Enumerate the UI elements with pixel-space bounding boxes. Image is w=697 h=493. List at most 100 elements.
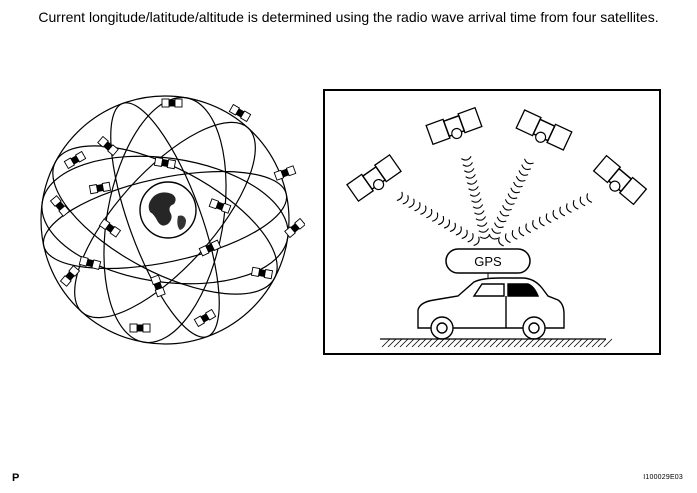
hatch-line [417,338,427,348]
hatch-line [597,338,607,348]
satellite-icon [250,266,274,280]
radio-wave-arc [518,170,529,176]
radio-wave-arc [579,196,586,207]
radio-wave-arc [559,206,566,217]
radio-wave-arc [414,202,421,212]
satellite-group [49,98,305,333]
page-marker: P [12,472,20,484]
satellite-icon [193,308,217,328]
satellite-icon [284,217,305,239]
satellite-icon [97,135,119,157]
caption: Current longitude/latitude/altitude is d… [38,9,659,25]
radio-wave-arc [510,187,521,194]
satellite-constellation-diagram [40,95,305,345]
satellite-icon [592,154,648,206]
radio-wave-arc [474,210,485,215]
hatch-line [573,338,583,348]
radio-wave-arc [496,216,507,223]
satellite-icon [49,195,71,217]
radio-wave-arc [532,219,538,230]
hatch-line [393,338,403,348]
radio-wave-arc [478,228,489,233]
satellite-icon [161,98,183,108]
radio-wave-arc [504,199,515,205]
radio-wave-arc [518,226,525,237]
satellite-icon [515,109,573,151]
hatch-line [519,338,529,348]
orbit-ring [110,102,220,338]
radio-wave-arc [420,205,427,215]
radio-wave-arc [468,186,479,191]
radio-wave-arc [402,195,409,205]
satellite-icon [208,198,232,214]
radio-wave-arc [467,233,474,243]
radio-wave-arc [443,219,451,229]
satellite-icon [346,153,402,203]
hatch-line [399,338,409,348]
radio-wave-arc [449,222,456,233]
radio-wave-arc [432,212,439,222]
radio-wave-arc [469,192,481,197]
gps-label: GPS [474,254,502,269]
radio-wave-arc [498,236,504,247]
radio-wave-arc [491,228,501,234]
hatch-line [387,338,397,348]
radio-wave-arc [511,230,518,240]
hatch-line [459,338,469,348]
radio-wave-arc [455,226,462,236]
hatch-line [489,338,499,348]
radio-wave-arc [572,199,579,210]
hatch-line [423,338,433,348]
radio-wave-arc [507,193,518,199]
hatch-line [483,338,493,348]
radio-wave-arc [513,181,523,188]
radio-wave-icon [396,155,593,247]
hatch-line [435,338,445,348]
car-icon [417,277,565,340]
orbit-ring [52,145,278,295]
radio-wave-arc [475,216,487,221]
radio-wave-arc [488,233,499,240]
hatch-line [477,338,487,348]
radio-wave-arc [463,168,475,173]
globe-icon [139,181,197,239]
hatch-line [429,338,439,348]
radio-wave-arc [521,164,531,170]
radio-wave-arc [462,162,473,167]
hatch-line [525,338,535,348]
radio-wave-arc [502,204,512,211]
hatch-line [567,338,577,348]
satellite-icon [153,156,177,170]
radio-wave-arc [525,223,532,234]
radio-wave-arc [499,210,510,217]
hatch-line [531,338,541,348]
hatch-line [603,338,613,348]
radio-wave-arc [515,175,526,182]
radio-wave-arc [472,204,484,209]
satellite-icon [63,150,87,170]
hatch-line [381,338,391,348]
hatch-line [549,338,559,348]
hatch-line [513,338,523,348]
radio-wave-arc [504,233,511,244]
radio-wave-arc [524,158,534,165]
hatch-line [453,338,463,348]
hatch-line [537,338,547,348]
satellite-icon [59,265,81,287]
satellite-icon [78,255,102,271]
radio-wave-arc [461,155,472,161]
radio-wave-arc [473,236,480,246]
hatch-line [465,338,475,348]
hatch-line [543,338,553,348]
gps-reception-panel: GPS [323,89,661,355]
hatch-line [471,338,481,348]
hatch-line [411,338,421,348]
hatch-line [561,338,571,348]
orbit-ring [103,96,227,344]
radio-wave-arc [408,198,415,208]
radio-wave-arc [545,213,552,224]
radio-wave-arc [396,191,403,202]
orbit-ring [42,170,288,270]
satellite-icon [150,274,166,298]
satellite-icon [129,323,151,333]
